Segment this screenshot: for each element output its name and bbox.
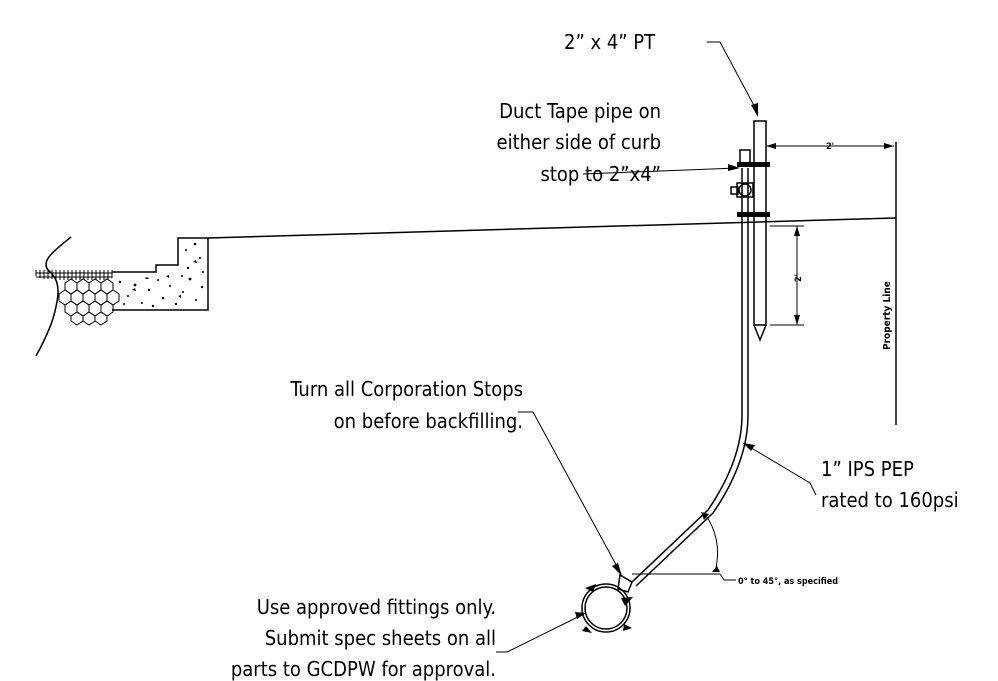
gravel-hexagons (58, 278, 120, 326)
duct-tape-bands (737, 162, 770, 217)
fittings-note-line: Submit spec sheets on all (265, 626, 496, 650)
corporation-stop (617, 573, 633, 593)
pt-post (753, 120, 767, 343)
duct-tape-note-line: stop to 2”x4” (540, 162, 661, 186)
corporation-stops-note: Turn all Corporation Stops on before bac… (289, 377, 523, 433)
water-main (581, 583, 633, 633)
angle-indicator (632, 512, 736, 581)
angle-label: 0° to 45°, as specified (738, 577, 838, 587)
pipe-note: 1” IPS PEP rated to 160psi (821, 457, 959, 512)
concrete-outline (112, 237, 209, 311)
ground-line (207, 217, 897, 239)
curb-section (35, 236, 209, 357)
fittings-note: Use approved fittings only. Submit spec … (231, 595, 496, 681)
duct-tape-note-line: Duct Tape pipe on (499, 99, 661, 123)
duct-tape-note-line: either side of curb (497, 130, 661, 154)
curb-stop-valve (730, 149, 754, 198)
dim-horizontal-label: 2' (826, 142, 834, 152)
dim-vertical (770, 225, 804, 326)
duct-tape-note: Duct Tape pipe on either side of curb st… (497, 99, 661, 186)
corporation-stops-note-line: on before backfilling. (334, 409, 523, 433)
concrete-stipple (118, 242, 204, 308)
post-label: 2” x 4” PT (564, 30, 656, 54)
dim-horizontal (766, 143, 894, 149)
property-line-label: Property Line (882, 281, 893, 350)
fittings-note-line: Use approved fittings only. (257, 595, 496, 619)
break-line (35, 236, 72, 357)
leaders (496, 41, 817, 653)
pipe-note-line: 1” IPS PEP (821, 457, 914, 481)
fittings-note-line: parts to GCDPW for approval. (231, 657, 496, 681)
base-hatch (35, 270, 113, 280)
corporation-stops-note-line: Turn all Corporation Stops (289, 377, 523, 401)
service-pipe (631, 168, 749, 587)
pipe-note-line: rated to 160psi (821, 488, 959, 512)
dim-vertical-label: 2' (794, 274, 804, 282)
leader-arrowheads (575, 103, 758, 619)
